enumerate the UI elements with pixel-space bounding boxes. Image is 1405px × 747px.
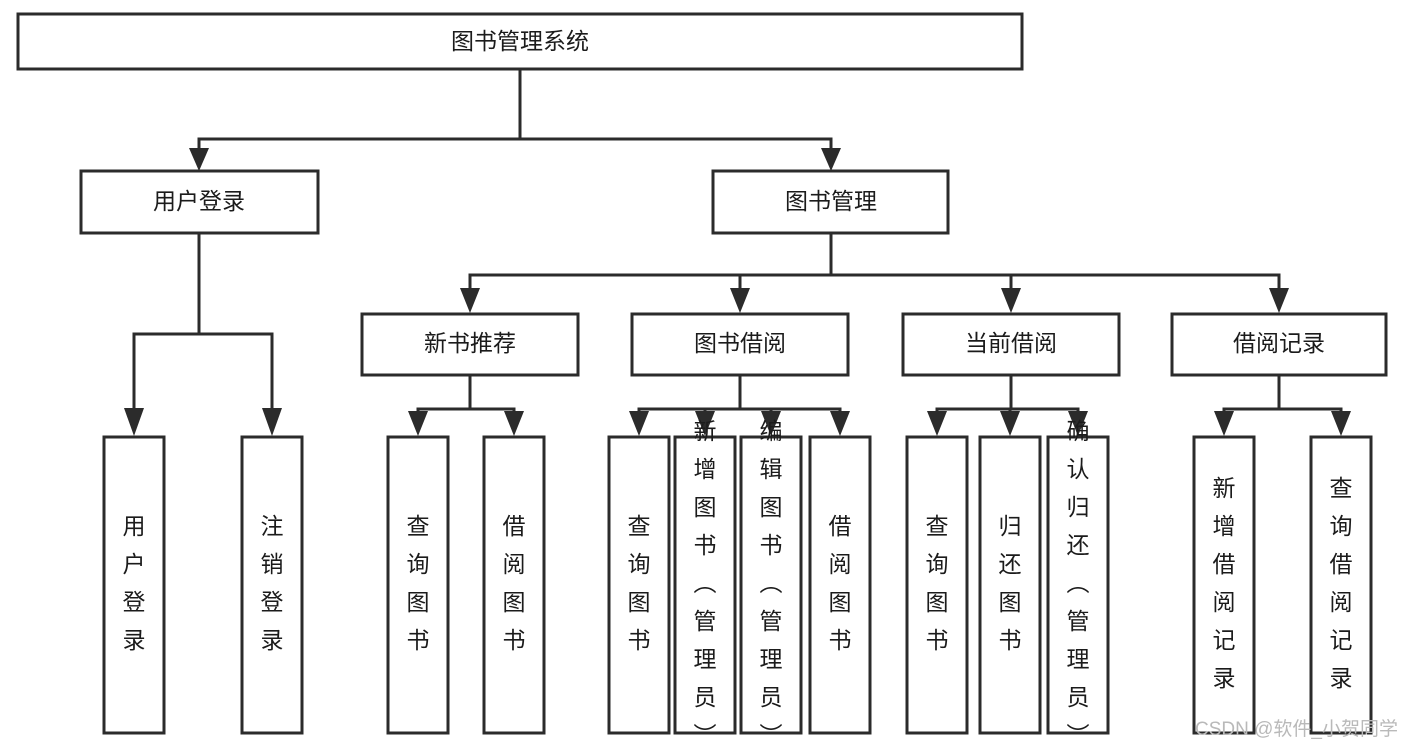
node-new-book-recommend-box[interactable] [360,312,580,377]
node-leaf-borrow-book-2-box[interactable] [808,435,872,735]
node-leaf-borrow-book-1[interactable]: 借阅图书 [482,435,546,735]
node-leaf-query-book-2[interactable]: 查询图书 [607,435,671,735]
node-leaf-query-book-2-label: 查询图书 [628,513,651,653]
arrow-book-borrow-leaf-4 [830,411,850,436]
arrow-book-manage-to-book-borrow [730,288,750,313]
arrow-current-borrow-leaf-2 [1000,411,1020,436]
leaf-nodes-borrow-record: 新增借阅记录 查询借阅记录 [1192,435,1373,735]
node-book-borrow-label: 图书借阅 [694,330,786,356]
leaf-nodes-book-borrow: 查询图书 新增图书︵管理员︶ 编辑图书︵管理员︶ 借阅图书 [607,418,872,747]
arrow-book-borrow-leaf-2 [695,411,715,436]
arrow-borrow-record-leaf-2 [1331,411,1351,436]
arrow-user-login-leaf-1 [124,408,144,436]
arrow-current-borrow-leaf-3 [1068,411,1088,436]
node-leaf-query-book-1[interactable]: 查询图书 [386,435,450,735]
leaf-nodes-new-book: 查询图书 借阅图书 [386,435,546,735]
arrow-root-to-book-manage [821,148,841,171]
node-borrow-record-label: 借阅记录 [1233,330,1325,356]
arrow-new-book-leaf-2 [504,411,524,436]
node-leaf-query-book-3[interactable]: 查询图书 [905,435,969,735]
node-leaf-return-book-box[interactable] [978,435,1042,735]
arrow-book-borrow-leaf-3 [761,411,781,436]
node-leaf-query-book-1-box[interactable] [386,435,450,735]
node-user-login[interactable]: 用户登录 [79,169,320,235]
arrow-new-book-leaf-1 [408,411,428,436]
node-leaf-borrow-book-1-label: 借阅图书 [503,513,526,653]
node-leaf-confirm-return-label: 确认归还︵管理员︶ [1067,418,1090,747]
leaf-nodes-user-login: 用户登录 注销登录 [102,435,304,735]
node-leaf-user-login[interactable]: 用户登录 [102,435,166,735]
arrow-current-borrow-leaf-1 [927,411,947,436]
node-borrow-record[interactable]: 借阅记录 [1170,312,1388,377]
node-leaf-add-record-box[interactable] [1192,435,1256,735]
node-leaf-logout[interactable]: 注销登录 [240,435,304,735]
node-book-borrow[interactable]: 图书借阅 [630,312,850,377]
node-leaf-query-book-1-label: 查询图书 [407,513,430,653]
node-leaf-edit-book-label: 编辑图书︵管理员︶ [760,418,783,747]
node-leaf-return-book-label: 归还图书 [999,513,1022,653]
node-leaf-query-book-3-box[interactable] [905,435,969,735]
node-leaf-logout-label: 注销登录 [261,513,284,653]
connector-layer [124,67,1351,436]
node-current-borrow[interactable]: 当前借阅 [901,312,1121,377]
arrow-user-login-leaf-2 [262,408,282,436]
node-root-label: 图书管理系统 [451,28,589,54]
node-leaf-user-login-box[interactable] [102,435,166,735]
node-leaf-logout-box[interactable] [240,435,304,735]
node-current-borrow-box[interactable] [901,312,1121,377]
node-leaf-confirm-return[interactable]: 确认归还︵管理员︶ [1046,418,1110,747]
arrow-book-borrow-leaf-1 [629,411,649,436]
node-user-login-label: 用户登录 [153,188,245,214]
arrow-root-to-user-login [189,148,209,171]
node-leaf-borrow-book-1-box[interactable] [482,435,546,735]
node-leaf-add-book-label: 新增图书︵管理员︶ [694,418,717,747]
node-leaf-add-record-label: 新增借阅记录 [1213,475,1236,691]
node-leaf-borrow-book-2-label: 借阅图书 [829,513,852,653]
node-leaf-confirm-return-box[interactable] [1046,435,1110,735]
node-leaf-query-record-label: 查询借阅记录 [1330,475,1353,691]
node-book-manage-label: 图书管理 [785,188,877,214]
node-root[interactable]: 图书管理系统 [16,12,1024,71]
watermark-label: CSDN @软件_小贺同学 [1195,718,1398,740]
arrow-book-manage-to-current-borrow [1001,288,1021,313]
node-root-box[interactable] [16,12,1024,71]
node-new-book-recommend-label: 新书推荐 [424,330,516,356]
node-borrow-record-box[interactable] [1170,312,1388,377]
node-new-book-recommend[interactable]: 新书推荐 [360,312,580,377]
node-user-login-box[interactable] [79,169,320,235]
node-leaf-query-book-2-box[interactable] [607,435,671,735]
node-leaf-borrow-book-2[interactable]: 借阅图书 [808,435,872,735]
node-leaf-add-record[interactable]: 新增借阅记录 [1192,435,1256,735]
arrow-borrow-record-leaf-1 [1214,411,1234,436]
node-leaf-add-book[interactable]: 新增图书︵管理员︶ [673,418,737,747]
node-leaf-query-record-box[interactable] [1309,435,1373,735]
node-leaf-edit-book-box[interactable] [739,435,803,735]
arrow-book-manage-to-new-book [460,288,480,313]
node-current-borrow-label: 当前借阅 [965,330,1057,356]
node-book-manage[interactable]: 图书管理 [711,169,950,235]
arrow-book-manage-to-borrow-record [1269,288,1289,313]
node-leaf-query-book-3-label: 查询图书 [926,513,949,653]
node-leaf-edit-book[interactable]: 编辑图书︵管理员︶ [739,418,803,747]
node-leaf-query-record[interactable]: 查询借阅记录 [1309,435,1373,735]
leaf-nodes-current-borrow: 查询图书 归还图书 确认归还︵管理员︶ [905,418,1110,747]
node-book-manage-box[interactable] [711,169,950,235]
node-leaf-user-login-label: 用户登录 [123,513,146,653]
node-leaf-add-book-box[interactable] [673,435,737,735]
node-leaf-return-book[interactable]: 归还图书 [978,435,1042,735]
node-book-borrow-box[interactable] [630,312,850,377]
